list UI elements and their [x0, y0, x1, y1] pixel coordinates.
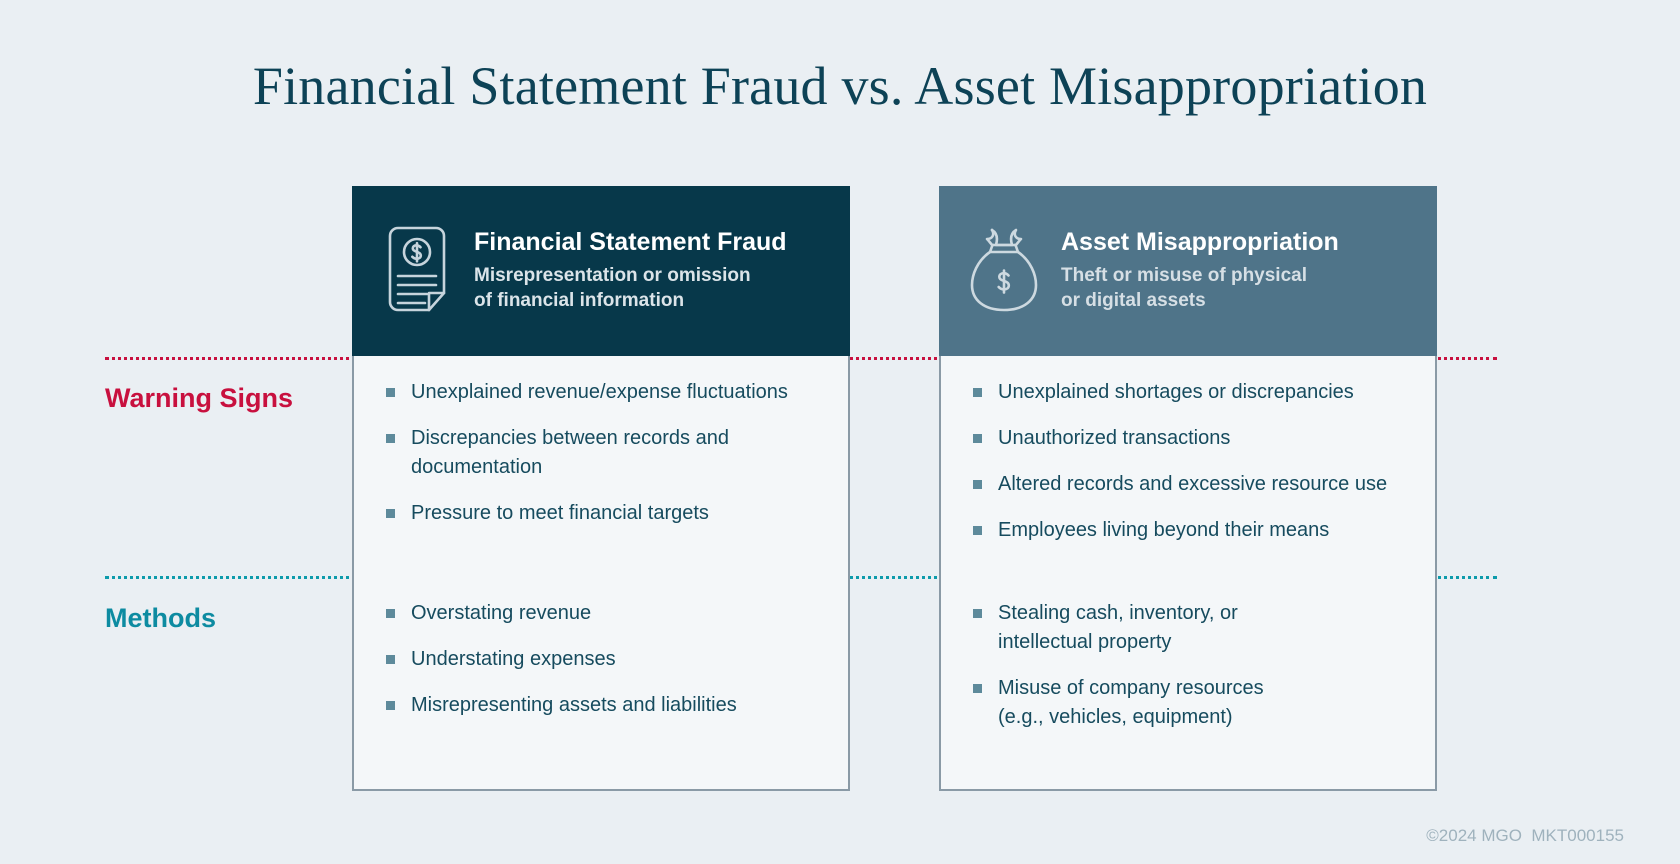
comparison-grid: Warning Signs Methods — [105, 186, 1497, 791]
list-item: Misrepresenting assets and liabilities — [386, 691, 830, 720]
list-item: Unexplained revenue/expense fluctuations — [386, 378, 830, 407]
card-asset-misappropriation: Asset Misappropriation Theft or misuse o… — [939, 186, 1437, 791]
cards-container: Financial Statement Fraud Misrepresentat… — [352, 186, 1497, 791]
card-subtitle-financial-statement-fraud: Misrepresentation or omission of financi… — [474, 264, 751, 311]
list-item: Discrepancies between records and docume… — [386, 424, 830, 482]
list-item: Stealing cash, inventory, or intellectua… — [973, 599, 1417, 657]
list-item: Overstating revenue — [386, 599, 830, 628]
page-title: Financial Statement Fraud vs. Asset Misa… — [252, 56, 1428, 116]
bullet-list-methods-fsf: Overstating revenue Understating expense… — [386, 599, 830, 720]
bullet-list-methods-am: Stealing cash, inventory, or intellectua… — [973, 599, 1417, 732]
list-item: Unexplained shortages or discrepancies — [973, 378, 1417, 407]
document-dollar-icon — [380, 225, 454, 317]
copyright-footer: ©2024 MGO MKT000155 — [1426, 826, 1624, 845]
bullet-list-warning-signs-fsf: Unexplained revenue/expense fluctuations… — [386, 378, 830, 528]
card-header-text-asset-misappropriation: Asset Misappropriation Theft or misuse o… — [1061, 229, 1339, 313]
card-header-asset-misappropriation: Asset Misappropriation Theft or misuse o… — [939, 186, 1437, 356]
row-label-methods: Methods — [105, 603, 216, 633]
card-title-financial-statement-fraud: Financial Statement Fraud — [474, 228, 787, 257]
section-methods-financial-statement-fraud: Overstating revenue Understating expense… — [354, 575, 848, 789]
card-header-text-financial-statement-fraud: Financial Statement Fraud Misrepresentat… — [474, 229, 787, 313]
section-warning-signs-financial-statement-fraud: Unexplained revenue/expense fluctuations… — [354, 356, 848, 575]
list-item: Pressure to meet financial targets — [386, 499, 830, 528]
section-methods-asset-misappropriation: Stealing cash, inventory, or intellectua… — [941, 575, 1435, 789]
money-bag-dollar-icon — [967, 225, 1041, 317]
bullet-list-warning-signs-am: Unexplained shortages or discrepancies U… — [973, 378, 1417, 545]
card-financial-statement-fraud: Financial Statement Fraud Misrepresentat… — [352, 186, 850, 791]
list-item: Employees living beyond their means — [973, 516, 1417, 545]
card-header-financial-statement-fraud: Financial Statement Fraud Misrepresentat… — [352, 186, 850, 356]
card-body-financial-statement-fraud: Unexplained revenue/expense fluctuations… — [352, 356, 850, 791]
list-item: Understating expenses — [386, 645, 830, 674]
list-item: Altered records and excessive resource u… — [973, 470, 1417, 499]
section-warning-signs-asset-misappropriation: Unexplained shortages or discrepancies U… — [941, 356, 1435, 575]
row-label-warning-signs: Warning Signs — [105, 383, 293, 413]
list-item: Misuse of company resources (e.g., vehic… — [973, 674, 1417, 732]
card-title-asset-misappropriation: Asset Misappropriation — [1061, 228, 1339, 257]
row-label-column: Warning Signs Methods — [105, 186, 370, 791]
list-item: Unauthorized transactions — [973, 424, 1417, 453]
card-body-asset-misappropriation: Unexplained shortages or discrepancies U… — [939, 356, 1437, 791]
card-subtitle-asset-misappropriation: Theft or misuse of physical or digital a… — [1061, 264, 1307, 311]
